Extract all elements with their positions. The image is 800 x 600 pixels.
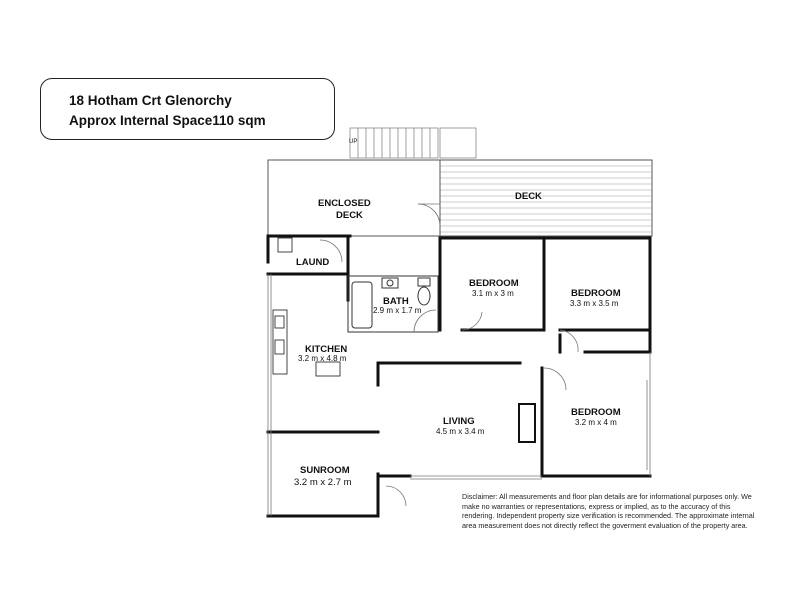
- main-walls: [266, 234, 652, 518]
- sunroom-label: SUNROOM: [300, 465, 350, 476]
- window-walls: [267, 274, 651, 516]
- disclaimer-text: Disclaimer: All measurements and floor p…: [462, 492, 755, 530]
- kitchen-dim: 3.2 m x 4.8 m: [298, 354, 347, 363]
- enclosed-deck-walls: [267, 159, 441, 237]
- deck-label: DECK: [515, 191, 542, 202]
- bedroom3-label: BEDROOM: [571, 407, 621, 418]
- property-title-box: 18 Hotham Crt Glenorchy Approx Internal …: [40, 78, 335, 140]
- living-dim: 4.5 m x 3.4 m: [436, 427, 485, 436]
- stairs-up-label: UP: [349, 139, 358, 145]
- kitchen-label: KITCHEN: [305, 344, 348, 355]
- property-address: 18 Hotham Crt Glenorchy: [69, 93, 232, 108]
- kitchen-fixtures: [272, 237, 343, 377]
- enclosed-deck-label-2: DECK: [336, 210, 363, 221]
- bath-fixtures: [347, 275, 439, 333]
- bedroom2-dim: 3.3 m x 3.5 m: [570, 299, 619, 308]
- bath-label: BATH: [383, 296, 409, 307]
- sunroom-dim: 3.2 m x 2.7 m: [294, 477, 352, 488]
- bedroom3-dim: 3.2 m x 4 m: [575, 418, 617, 427]
- living-label: LIVING: [443, 416, 475, 427]
- property-area: Approx Internal Space110 sqm: [69, 113, 266, 128]
- door-swings: [385, 311, 579, 507]
- deck-boards: [439, 159, 653, 237]
- laund-label: LAUND: [296, 257, 330, 268]
- enclosed-deck-label-1: ENCLOSED: [318, 198, 371, 209]
- bedroom1-label: BEDROOM: [469, 278, 519, 289]
- bath-dim: 2.9 m x 1.7 m: [373, 306, 422, 315]
- bedroom2-label: BEDROOM: [571, 288, 621, 299]
- stairs: [349, 127, 477, 159]
- bedroom1-dim: 3.1 m x 3 m: [472, 289, 514, 298]
